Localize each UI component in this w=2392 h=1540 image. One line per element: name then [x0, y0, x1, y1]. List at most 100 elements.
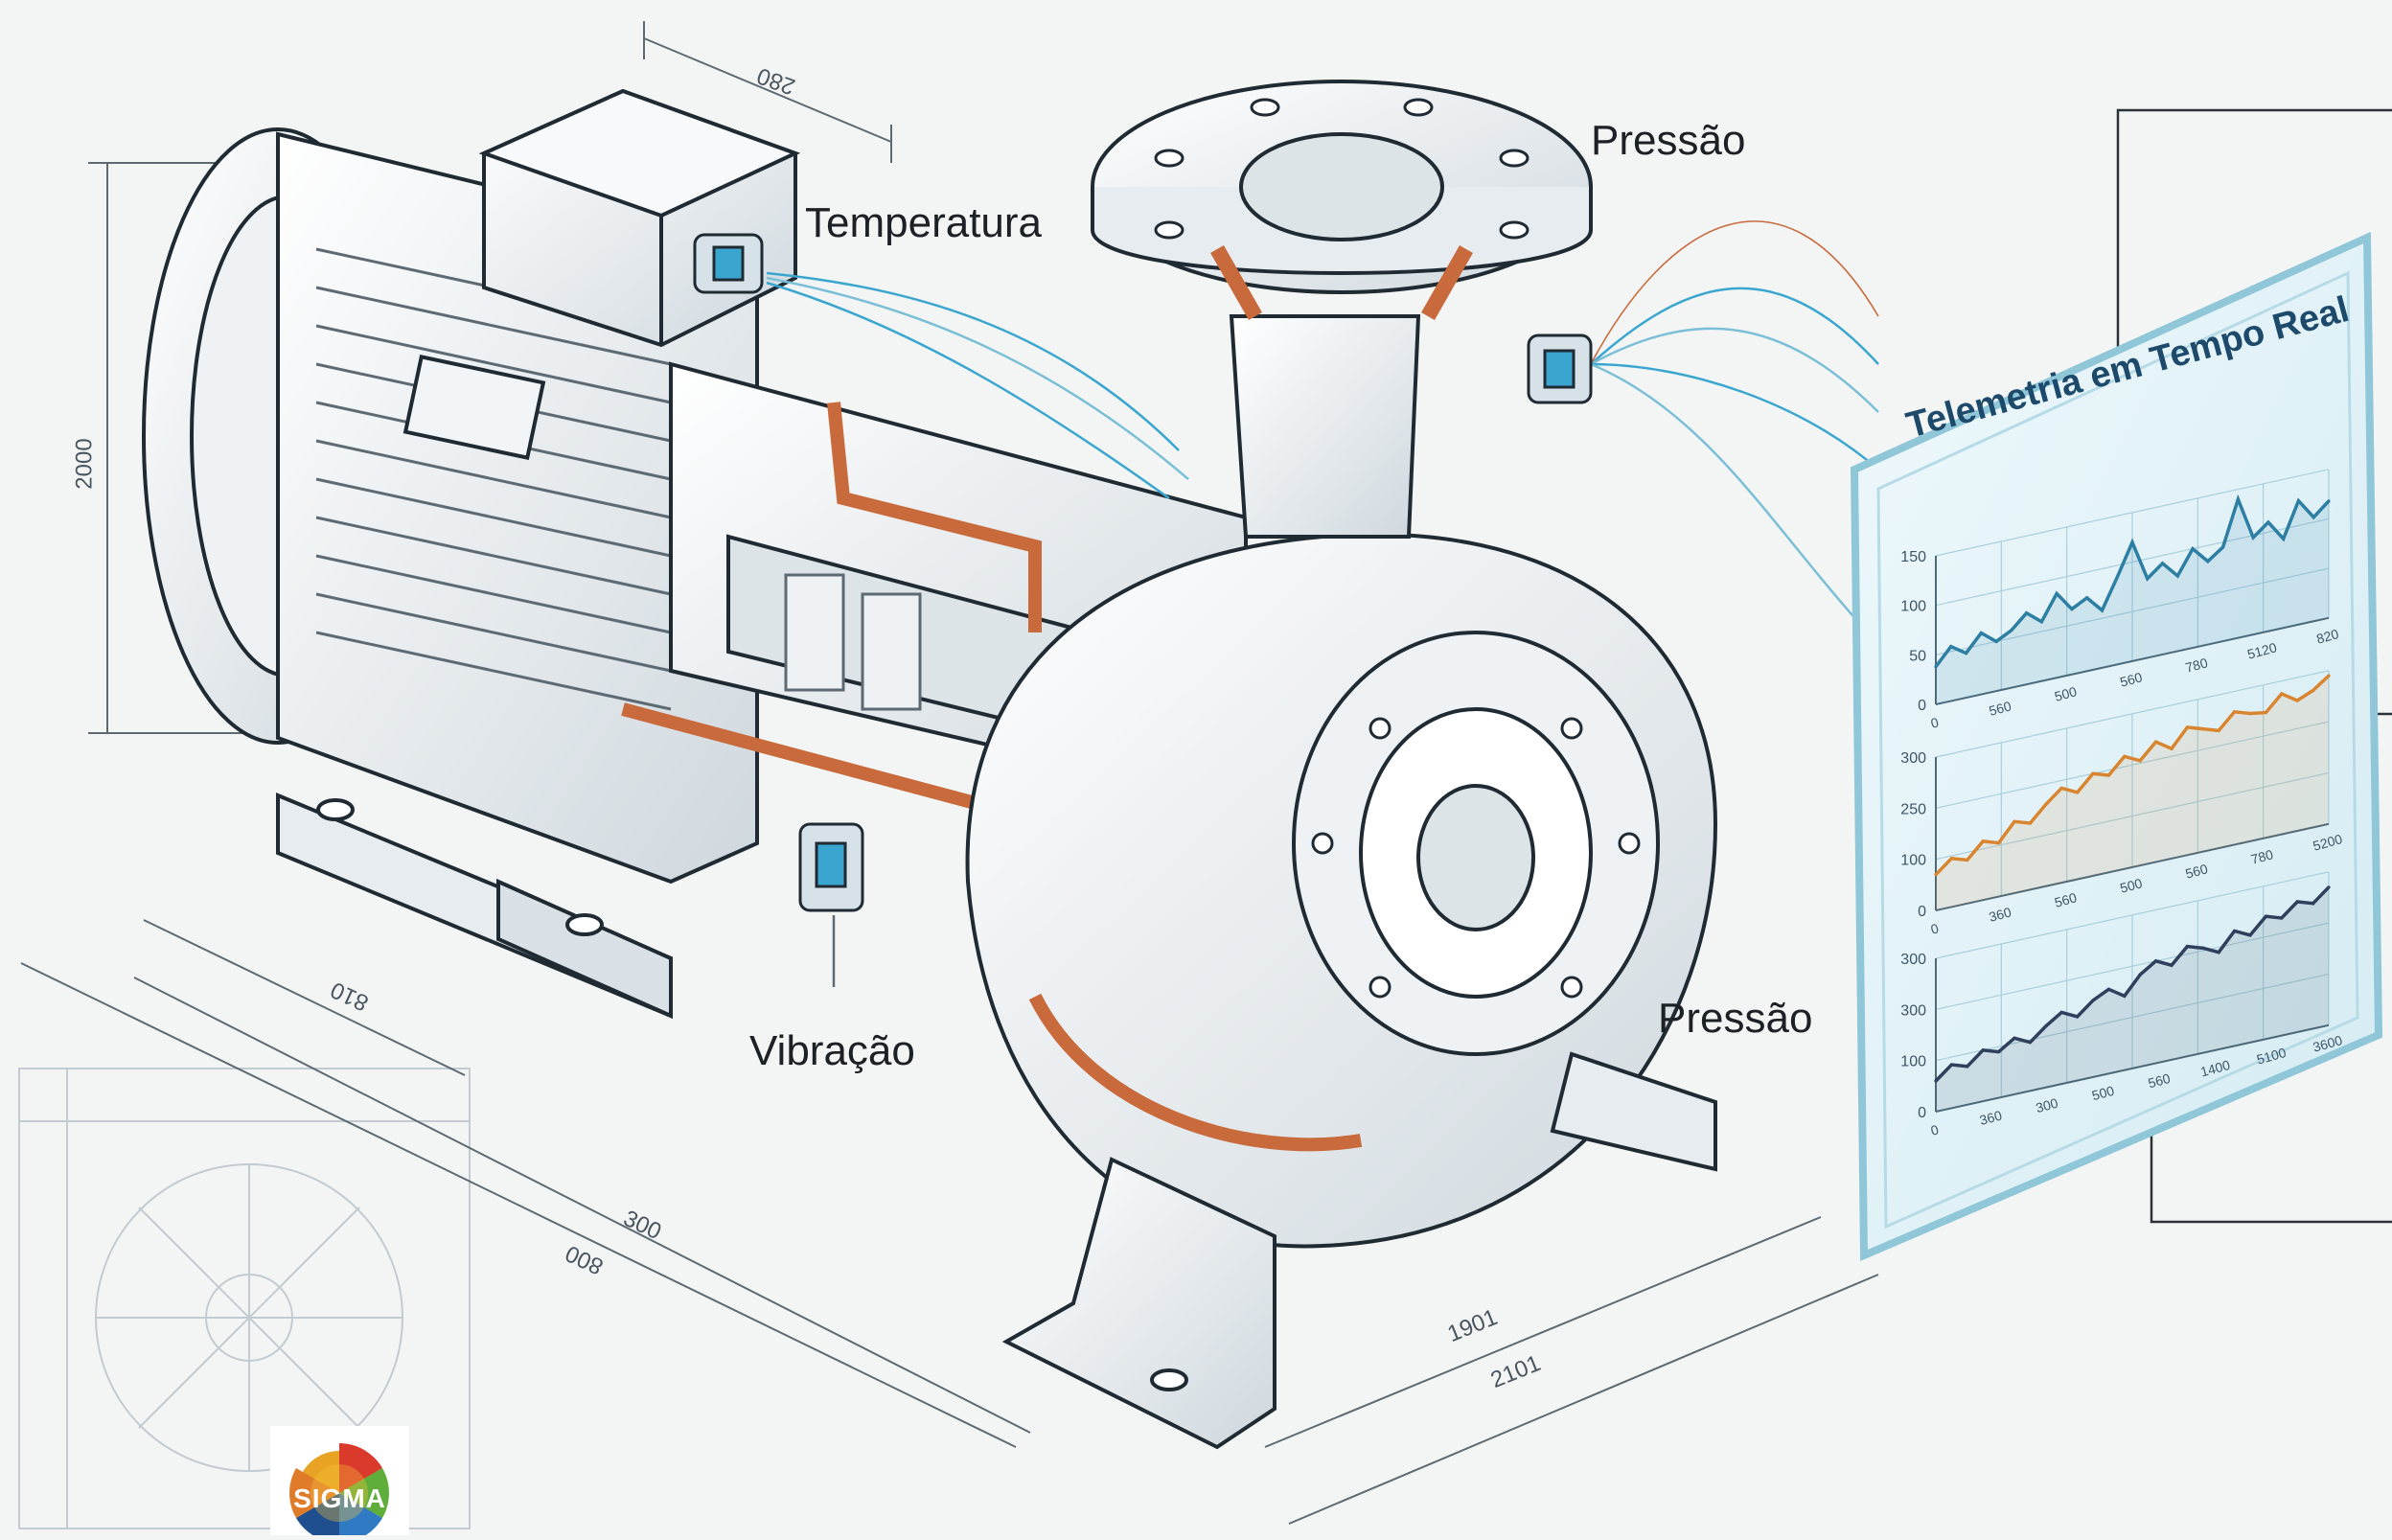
data-point	[2236, 497, 2240, 501]
data-point	[2327, 885, 2331, 889]
grid-line	[1935, 871, 2330, 959]
data-point	[2280, 692, 2284, 696]
gear-icon	[289, 1443, 389, 1540]
data-point	[1994, 639, 1998, 644]
x-tick-label: 780	[2249, 846, 2275, 867]
data-point	[2206, 560, 2210, 563]
data-point	[2154, 740, 2158, 744]
data-point	[2010, 629, 2013, 632]
x-tick-label: 500	[2053, 683, 2079, 704]
y-tick-label: 300	[1900, 952, 1926, 968]
data-point	[2100, 609, 2104, 612]
data-point	[2115, 575, 2119, 580]
y-tick-label: 50	[1909, 648, 1926, 664]
data-point	[2106, 987, 2110, 991]
pressure-label-top: Pressão	[1591, 117, 1746, 164]
data-point	[2138, 759, 2142, 763]
data-point	[2025, 611, 2029, 615]
data-point	[2280, 916, 2284, 920]
pressure-label-bottom: Pressão	[1658, 995, 1813, 1042]
data-point	[2085, 596, 2089, 600]
motor-base	[276, 793, 673, 1020]
telemetry-charts: 0501001500560500560780512082001002503000…	[1900, 469, 2344, 1138]
data-point	[1949, 645, 1953, 649]
data-point	[2146, 577, 2150, 581]
x-tick-label: 300	[2034, 1095, 2059, 1116]
data-point	[2091, 999, 2095, 1002]
data-point	[1964, 651, 1968, 655]
data-point	[2264, 914, 2267, 918]
data-point	[2233, 929, 2237, 933]
x-tick-label: 1400	[2198, 1057, 2231, 1080]
data-point	[1934, 1079, 1938, 1083]
x-axis	[1935, 616, 2330, 705]
data-point	[2312, 902, 2315, 906]
y-tick-label: 0	[1918, 698, 1926, 714]
data-point	[1966, 1065, 1969, 1069]
data-point	[2170, 963, 2174, 967]
data-point	[2012, 819, 2016, 823]
x-tick-label: 500	[2090, 1083, 2116, 1104]
data-point	[2296, 498, 2301, 503]
x-tick-label: 560	[2147, 1070, 2173, 1092]
grid-line	[1935, 973, 2330, 1062]
data-point	[1981, 1048, 1985, 1052]
data-point	[2123, 994, 2127, 998]
series-line	[1934, 674, 2331, 876]
logo-text: SIGMA	[293, 1483, 386, 1513]
grid-line	[1935, 771, 2330, 861]
data-point	[2185, 725, 2189, 729]
data-point	[2106, 773, 2110, 777]
data-point	[2266, 520, 2270, 524]
grid-line	[1935, 721, 2330, 809]
series-line	[1934, 885, 2331, 1083]
data-point	[1981, 839, 1985, 843]
data-point	[1997, 1049, 2001, 1054]
temperature-label: Temperatura	[805, 199, 1043, 246]
data-point	[2221, 545, 2225, 549]
data-point	[1949, 857, 1953, 861]
y-tick-label: 150	[1900, 549, 1926, 565]
data-point	[2044, 802, 2048, 807]
data-point	[2059, 1010, 2063, 1015]
data-point	[2170, 747, 2174, 750]
vibration-sensor	[798, 822, 864, 912]
grid-line	[1935, 922, 2330, 1010]
data-point	[2312, 516, 2315, 519]
data-point	[1934, 665, 1938, 669]
data-point	[1979, 631, 1983, 635]
x-tick-label: 780	[2184, 655, 2210, 676]
data-point	[2070, 607, 2074, 611]
data-point	[2201, 946, 2205, 950]
sigma-logo: SIGMA	[270, 1426, 409, 1540]
data-point	[2295, 900, 2299, 904]
y-tick-label: 300	[1900, 1002, 1926, 1019]
x-tick-label: 500	[2118, 875, 2144, 896]
x-tick-label: 360	[1988, 904, 2013, 925]
x-tick-label: 0	[1929, 920, 1941, 937]
x-tick-label: 560	[2184, 861, 2210, 882]
x-tick-label: 360	[1978, 1107, 2004, 1128]
data-point	[2154, 959, 2158, 963]
pressure-sensor-top	[1527, 333, 1593, 404]
data-point	[1949, 1063, 1953, 1067]
series-area	[1936, 886, 2329, 1112]
x-tick-label: 560	[2053, 889, 2079, 910]
data-point	[2217, 951, 2220, 954]
data-point	[2044, 1024, 2048, 1028]
x-tick-label: 560	[1988, 698, 2013, 719]
x-tick-label: 3600	[2312, 1032, 2344, 1055]
sensor-signal-lines	[766, 220, 1879, 987]
y-tick-label: 0	[1918, 1105, 1926, 1121]
x-tick-label: 820	[2314, 626, 2340, 647]
data-point	[1966, 858, 1969, 862]
pump-volute	[965, 532, 1718, 1249]
data-point	[2059, 786, 2063, 791]
data-point	[2191, 547, 2195, 551]
dimension-lines	[20, 21, 1879, 1525]
data-point	[2160, 562, 2165, 565]
vibration-label: Vibração	[749, 1027, 915, 1074]
data-point	[2312, 688, 2315, 693]
x-tick-label: 5100	[2255, 1045, 2288, 1068]
